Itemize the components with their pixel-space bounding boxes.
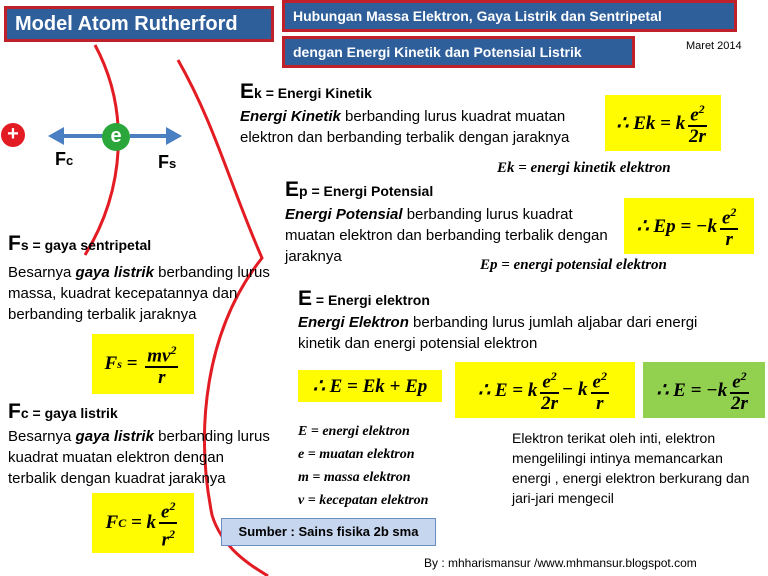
e-formula-sum: ∴ E = Ek + Ep (298, 370, 442, 402)
nucleus-symbol: + (7, 123, 19, 145)
definition-item: E = energi elektron (298, 424, 410, 439)
footer-credit: By : mhharismansur /www.mhmansur.blogspo… (424, 556, 697, 570)
ek-note: Ek = energi kinetik elektron (497, 160, 671, 176)
ep-description: Energi Potensial berbanding lurus kuadra… (285, 206, 608, 265)
ep-heading: Ep = Energi Potensial (285, 178, 434, 201)
source-box: Sumber : Sains fisika 2b sma (221, 518, 436, 546)
subtitle-1: Hubungan Massa Elektron, Gaya Listrik da… (282, 0, 737, 32)
definition-item: e = muatan elektron (298, 447, 415, 462)
conclusion-text: Elektron terikat oleh inti, elektron men… (512, 430, 750, 506)
fs-heading: Fs = gaya sentripetal (8, 232, 152, 255)
definition-item: v = kecepatan elektron (298, 493, 429, 508)
fc-heading: Fc = gaya listrik (8, 400, 118, 423)
electron-symbol: e (110, 125, 122, 147)
fc-arrowhead (48, 127, 64, 145)
date-label: Maret 2014 (686, 40, 742, 52)
fc-description: Besarnya gaya listrik berbanding lurus k… (8, 428, 270, 487)
fc-diagram-label: Fc (55, 149, 74, 169)
fs-arrowhead (166, 127, 182, 145)
e-heading: E = Energi elektron (298, 287, 430, 310)
subtitle-2: dengan Energi Kinetik dan Potensial List… (282, 36, 635, 68)
ep-note: Ep = energi potensial elektron (480, 257, 667, 273)
fs-diagram-label: Fs (158, 152, 177, 172)
fs-description: Besarnya gaya listrik berbanding lurus m… (8, 264, 270, 323)
electron-circle (102, 123, 130, 151)
nucleus-circle (1, 123, 25, 147)
e-description: Energi Elektron berbanding lurus jumlah … (298, 314, 698, 352)
page-title: Model Atom Rutherford (4, 6, 274, 42)
definition-item: m = massa elektron (298, 470, 411, 485)
ek-heading: Ek = Energi Kinetik (240, 80, 372, 103)
ek-description: Energi Kinetik berbanding lurus kuadrat … (240, 108, 570, 146)
variable-definitions: E = energi elektron e = muatan elektron … (298, 420, 508, 512)
